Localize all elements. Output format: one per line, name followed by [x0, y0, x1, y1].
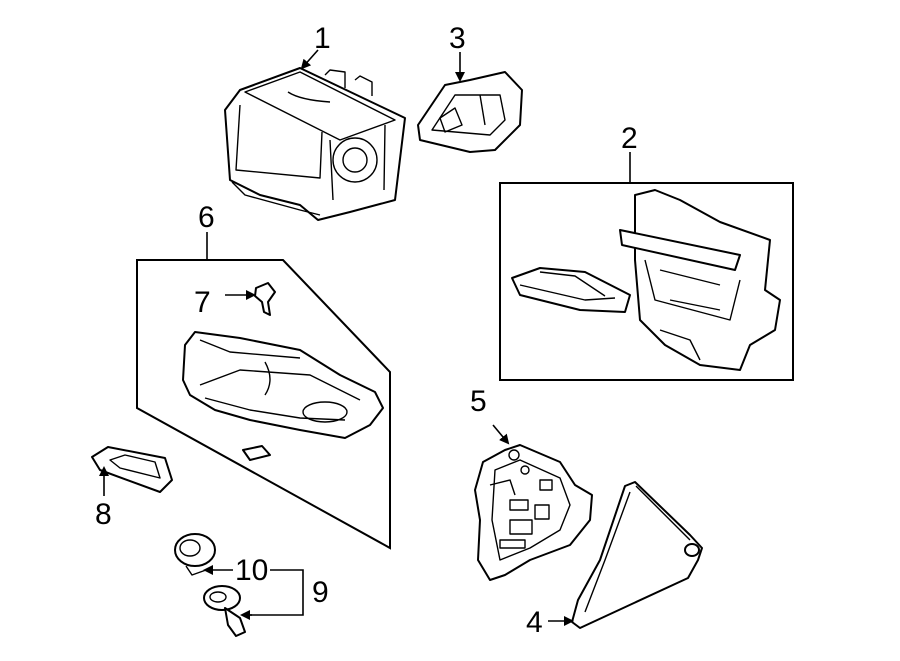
callout-8: 8	[95, 466, 112, 531]
part-4-cover	[571, 481, 703, 629]
callout-7: 7	[194, 286, 256, 319]
svg-text:1: 1	[314, 22, 331, 55]
callout-3: 3	[449, 22, 466, 82]
part-6-component	[182, 331, 384, 461]
callout-1: 1	[300, 22, 331, 70]
part-10-grommet	[174, 533, 216, 576]
svg-text:7: 7	[194, 286, 211, 319]
part-1-blower-housing	[224, 67, 406, 221]
part-3-duct	[417, 71, 523, 153]
part-5-bracket	[474, 444, 593, 581]
svg-text:2: 2	[621, 122, 638, 155]
part-9-fastener	[203, 585, 246, 637]
callout-10-9: 10 9	[203, 554, 329, 620]
part-2-group-box: 2	[499, 122, 794, 381]
svg-text:10: 10	[235, 554, 268, 587]
part-6-group-outline: 6	[136, 201, 391, 550]
svg-text:3: 3	[449, 22, 466, 55]
svg-text:6: 6	[198, 201, 215, 234]
svg-text:8: 8	[95, 498, 112, 531]
svg-text:4: 4	[526, 606, 543, 639]
callout-4: 4	[526, 606, 574, 639]
svg-text:9: 9	[312, 576, 329, 609]
svg-text:5: 5	[470, 385, 487, 418]
callout-5: 5	[470, 385, 510, 445]
part-7-clip	[254, 282, 276, 316]
